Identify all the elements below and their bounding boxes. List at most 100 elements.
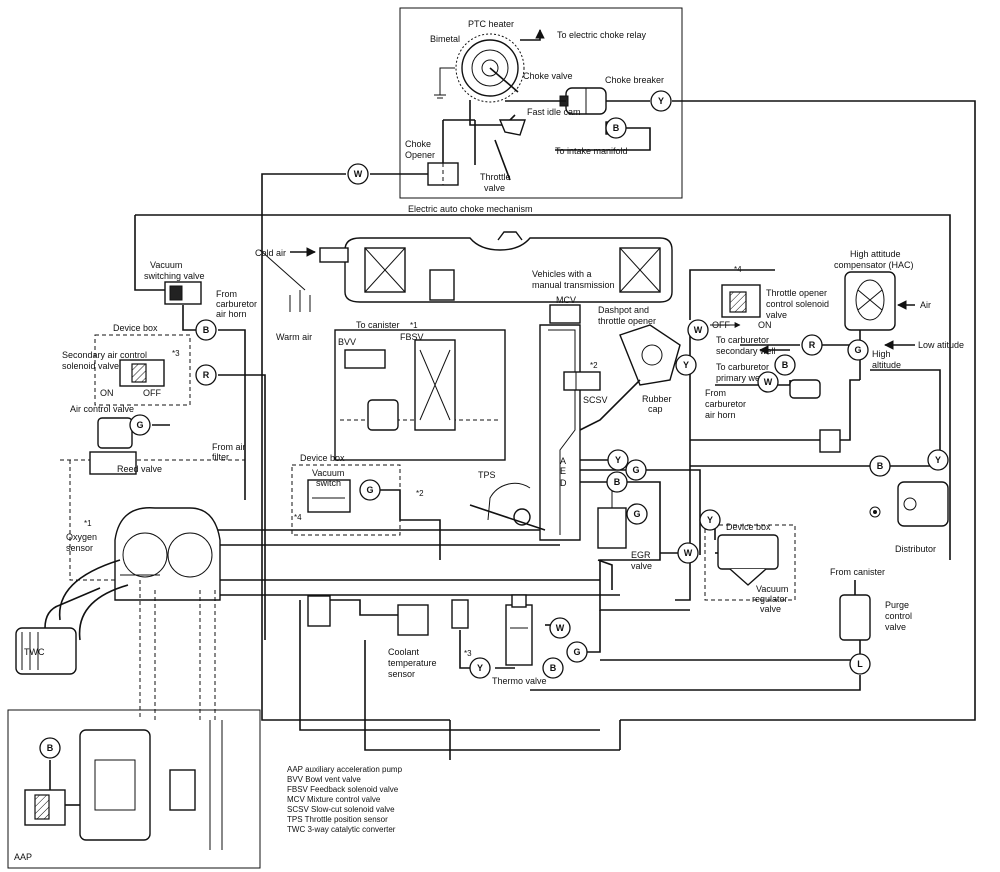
svg-text:W: W xyxy=(684,548,693,558)
aap-panel xyxy=(7,709,261,869)
distributor xyxy=(869,481,949,527)
label-choke-opener-2: Opener xyxy=(405,150,435,160)
connector-w: W xyxy=(549,617,571,639)
catalytic-converter xyxy=(15,627,77,675)
label-purge-1: Purge xyxy=(885,600,909,610)
svg-text:G: G xyxy=(633,509,640,519)
connector-y: Y xyxy=(699,509,721,531)
label-purge-2: control xyxy=(885,611,912,621)
hac-unit xyxy=(844,271,896,331)
label-reed-valve: Reed valve xyxy=(117,464,162,474)
label-off-2: OFF xyxy=(712,320,730,330)
label-aap: AAP xyxy=(14,852,32,862)
label-choke-opener-1: Choke xyxy=(405,139,431,149)
label-purge-3: valve xyxy=(885,622,906,632)
label-hac-1: High attitude xyxy=(850,249,901,259)
label-thermo-valve: Thermo valve xyxy=(492,676,547,686)
secondary-air-solenoid xyxy=(119,359,165,387)
check-valve xyxy=(789,379,841,453)
label-from-carb-1a: From xyxy=(216,289,237,299)
hose-color-connectors: Y B W B R G G W Y R B W G Y G B B Y G Y … xyxy=(39,90,949,759)
label-ptc-heater: PTC heater xyxy=(468,19,514,29)
legend-item: FBSV Feedback solenoid valve xyxy=(287,785,399,794)
svg-text:Y: Y xyxy=(658,96,664,106)
label-warm-air: Warm air xyxy=(276,332,312,342)
label-air: Air xyxy=(920,300,931,310)
label-to-intake-manifold: To intake manifold xyxy=(555,146,628,156)
label-to-canister: To canister xyxy=(356,320,400,330)
connector-g: G xyxy=(626,503,648,525)
svg-text:G: G xyxy=(136,420,143,430)
label-tps: TPS xyxy=(478,470,496,480)
label-opener-2: control solenoid xyxy=(766,299,829,309)
label-auto-choke: Electric auto choke mechanism xyxy=(408,204,533,214)
label-from-air-filter-1: From air xyxy=(212,442,246,452)
label-vsv-2: switching valve xyxy=(144,271,205,281)
label-vac-reg-3: valve xyxy=(760,604,781,614)
label-coolant-3: sensor xyxy=(388,669,415,679)
svg-text:Y: Y xyxy=(707,515,713,525)
label-bimetal: Bimetal xyxy=(430,34,460,44)
vacuum-regulator-valve xyxy=(717,534,779,586)
ptc-heater xyxy=(455,33,525,103)
connector-b: B xyxy=(774,354,796,376)
svg-text:B: B xyxy=(782,360,789,370)
label-on-2: ON xyxy=(758,320,772,330)
svg-text:G: G xyxy=(573,647,580,657)
label-on-1: ON xyxy=(100,388,114,398)
label-rubber-cap-1: Rubber xyxy=(642,394,672,404)
label-twc: TWC xyxy=(24,647,45,657)
legend-item: TPS Throttle position sensor xyxy=(287,815,388,824)
label-manual-trans-2: manual transmission xyxy=(532,280,615,290)
label-star4-a: *4 xyxy=(734,265,742,274)
label-bvv: BVV xyxy=(338,337,356,347)
thermo-valve xyxy=(505,594,533,666)
svg-text:Y: Y xyxy=(935,455,941,465)
vacuum-switch xyxy=(307,479,351,513)
label-off-1: OFF xyxy=(143,388,161,398)
svg-text:G: G xyxy=(632,465,639,475)
connector-w: W xyxy=(687,319,709,341)
label-coolant-1: Coolant xyxy=(388,647,420,657)
label-star2-a: *2 xyxy=(590,361,598,370)
label-from-carb-1b: carburetor xyxy=(216,299,257,309)
connector-l: L xyxy=(849,653,871,675)
label-sec-air-1: Secondary air control xyxy=(62,350,147,360)
connector-y: Y xyxy=(607,449,629,471)
svg-text:G: G xyxy=(366,485,373,495)
svg-text:Y: Y xyxy=(477,663,483,673)
label-star4-b: *4 xyxy=(294,513,302,522)
svg-text:W: W xyxy=(694,325,703,335)
connector-b: B xyxy=(869,455,891,477)
scsv-valve xyxy=(563,371,601,391)
label-to-carb-sec-1: To carburetor xyxy=(716,335,769,345)
coolant-temperature-sensor xyxy=(397,599,469,636)
label-opener-1: Throttle opener xyxy=(766,288,827,298)
connector-w: W xyxy=(677,542,699,564)
label-from-carb-2c: air horn xyxy=(705,410,736,420)
label-to-carb-pri-1: To carburetor xyxy=(716,362,769,372)
tps-sensor xyxy=(469,482,546,531)
choke-opener xyxy=(427,162,459,186)
label-from-carb-1c: air horn xyxy=(216,309,247,319)
svg-text:L: L xyxy=(857,659,863,669)
label-oxygen-1: Oxygen xyxy=(66,532,97,542)
label-star1-a: *1 xyxy=(410,321,418,330)
label-throttle-valve-1: Throttle xyxy=(480,172,511,182)
label-rubber-cap-2: cap xyxy=(648,404,663,414)
label-star3-b: *3 xyxy=(464,649,472,658)
legend-item: MCV Mixture control valve xyxy=(287,795,381,804)
label-device-box-1: Device box xyxy=(113,323,158,333)
label-from-carb-2a: From xyxy=(705,388,726,398)
label-sec-air-2: solenoid valve xyxy=(62,361,119,371)
svg-text:R: R xyxy=(203,370,210,380)
throttle-opener-solenoid xyxy=(721,284,761,318)
svg-text:W: W xyxy=(556,623,565,633)
dashpot xyxy=(619,324,681,386)
legend-item: AAP auxiliary acceleration pump xyxy=(287,765,403,774)
label-to-choke-relay: To electric choke relay xyxy=(557,30,647,40)
connector-g: G xyxy=(566,641,588,663)
label-high-alt-2: altitude xyxy=(872,360,901,370)
label-fbsv: FBSV xyxy=(400,332,424,342)
